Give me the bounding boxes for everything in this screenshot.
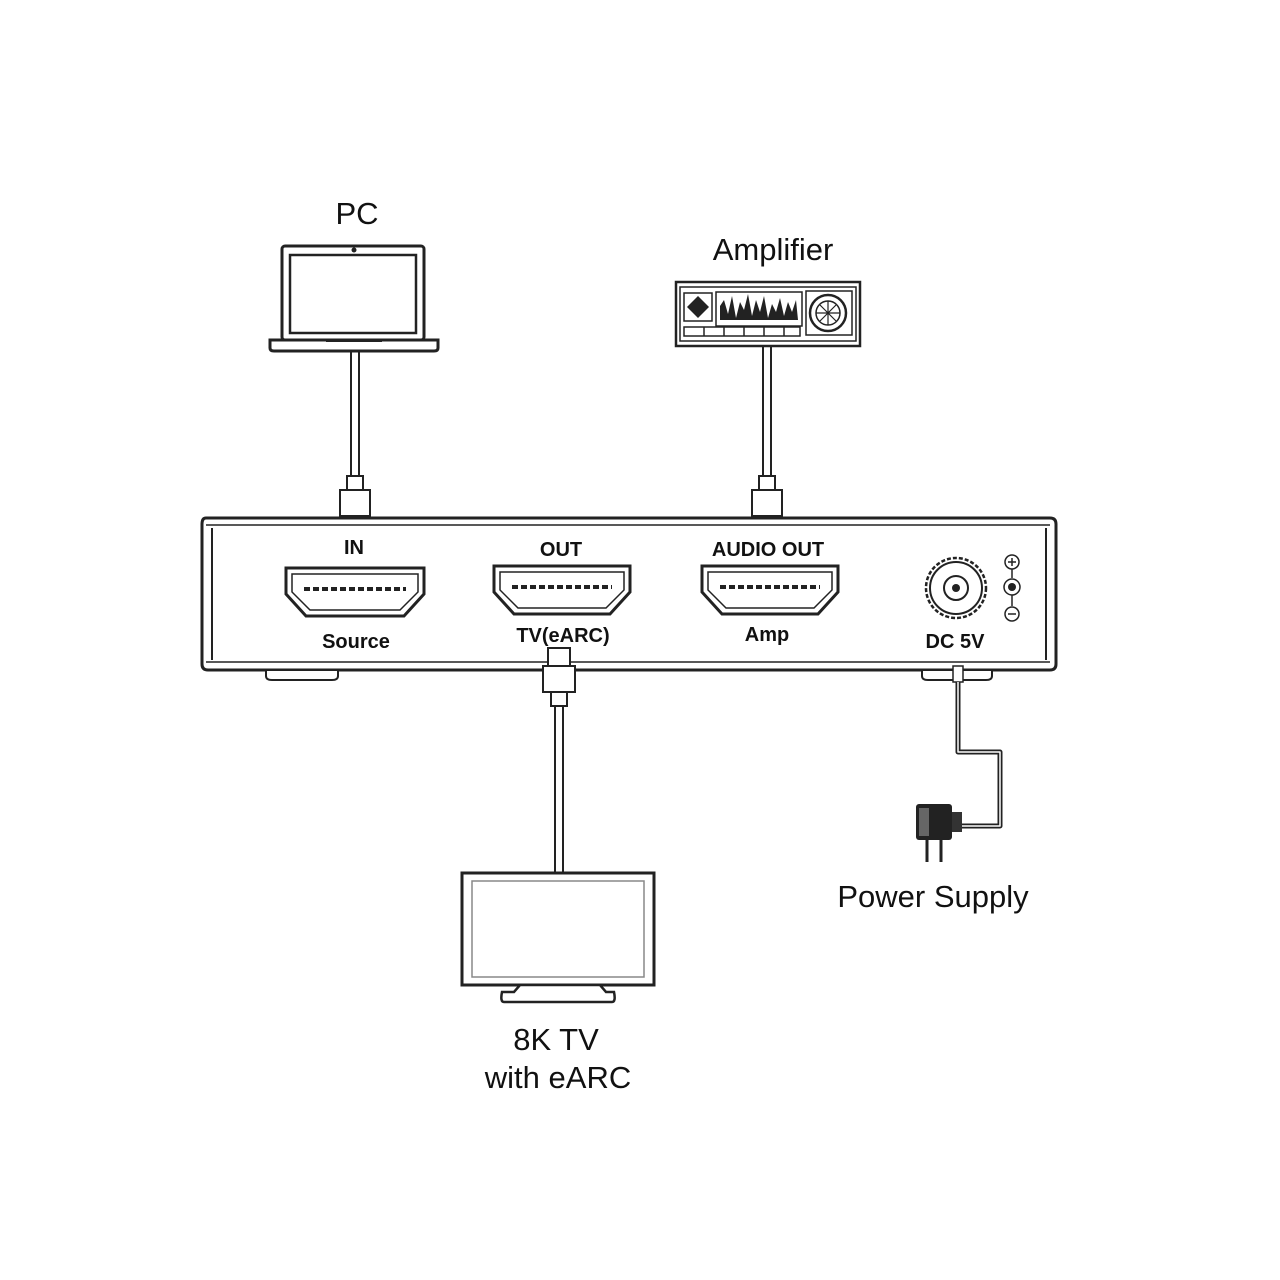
monitor-icon <box>460 871 656 1004</box>
tv-label-line2: with eARC <box>484 1060 631 1095</box>
dc-polarity-icon <box>1003 554 1021 622</box>
power-cable <box>952 665 1003 829</box>
port-in-sublabel: Source <box>322 631 390 653</box>
port-in-label: IN <box>344 537 364 559</box>
amplifier-hdmi-cable <box>751 346 783 533</box>
hdmi-in-port[interactable] <box>284 566 426 618</box>
amplifier-icon <box>674 280 862 348</box>
amplifier-label: Amplifier <box>713 232 834 267</box>
port-out-sublabel: TV(eARC) <box>516 625 609 647</box>
tv-hdmi-cable <box>542 647 576 874</box>
power-adapter-icon <box>916 804 962 862</box>
port-out-label: OUT <box>540 539 582 561</box>
hdmi-out-port[interactable] <box>492 564 632 616</box>
dc-label: DC 5V <box>926 631 986 653</box>
port-audio-out-sublabel: Amp <box>745 624 789 646</box>
pc-hdmi-cable <box>339 351 371 533</box>
hdmi-audio-out-port[interactable] <box>700 564 840 616</box>
pc-label: PC <box>335 196 378 231</box>
power-supply-label: Power Supply <box>837 879 1029 914</box>
dc-power-jack[interactable] <box>924 556 988 620</box>
laptop-icon <box>268 244 440 353</box>
tv-label-line1: 8K TV <box>513 1022 599 1057</box>
port-audio-out-label: AUDIO OUT <box>712 539 824 561</box>
